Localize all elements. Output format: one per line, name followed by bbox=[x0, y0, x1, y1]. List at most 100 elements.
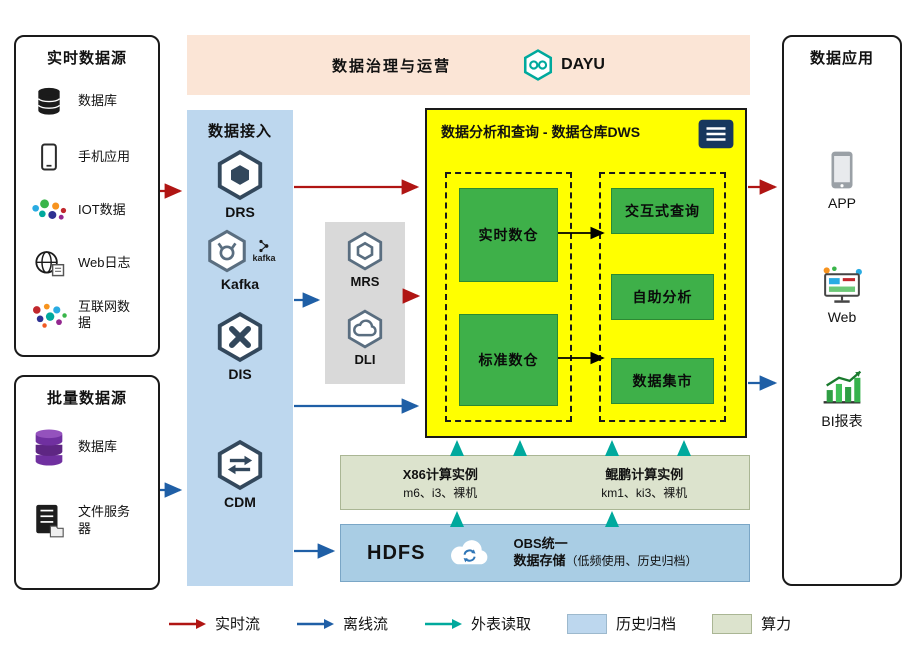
standard-warehouse-label: 标准数仓 bbox=[478, 352, 539, 368]
service-dli: DLI bbox=[325, 308, 405, 367]
obs-storage-text: OBS统一 数据存储（低频使用、历史归档） bbox=[513, 536, 697, 570]
iot-icon bbox=[28, 197, 70, 224]
drs-icon bbox=[213, 148, 267, 202]
x86-compute-block: X86计算实例 m6、i3、裸机 bbox=[403, 464, 478, 501]
database-purple-icon bbox=[28, 427, 70, 467]
source-item-label: 互联网数据 bbox=[78, 299, 131, 331]
obs-cloud-icon bbox=[445, 536, 493, 570]
legend-label: 实时流 bbox=[215, 616, 261, 633]
source-item-web-log: Web日志 bbox=[28, 249, 131, 278]
compute-power-swatch bbox=[712, 613, 753, 634]
legend-item-realtime-flow: 实时流 bbox=[168, 613, 260, 634]
obs-note: （低频使用、历史归档） bbox=[565, 554, 698, 568]
kafka-icon bbox=[204, 228, 250, 274]
app-item-label: BI报表 bbox=[821, 413, 863, 429]
storage-strip: HDFS OBS统一 数据存储（低频使用、历史归档） bbox=[340, 524, 750, 582]
source-item-mobile-app: 手机应用 bbox=[28, 142, 130, 172]
web-monitor-icon bbox=[819, 265, 865, 305]
dis-label: DIS bbox=[228, 366, 252, 382]
obs-line2: 数据存储 bbox=[513, 553, 566, 568]
service-mrs: MRS bbox=[325, 230, 405, 289]
bi-chart-icon bbox=[819, 367, 865, 407]
governance-banner: 数据治理与运营 DAYU bbox=[187, 35, 750, 95]
legend-label: 外表读取 bbox=[471, 616, 532, 633]
realtime-sources-panel: 实时数据源 数据库 手机应用 bbox=[14, 35, 160, 357]
mrs-icon bbox=[344, 230, 386, 272]
kafka-label: Kafka bbox=[220, 276, 260, 292]
offline-flow-arrow-icon bbox=[297, 618, 335, 629]
self-service-analysis-label: 自助分析 bbox=[632, 289, 693, 305]
service-cdm: CDM bbox=[187, 438, 293, 510]
internet-data-icon bbox=[28, 301, 70, 330]
services-group bbox=[599, 172, 726, 422]
governance-title: 数据治理与运营 bbox=[332, 57, 452, 75]
legend-label: 离线流 bbox=[343, 616, 389, 633]
middleware-box: MRS DLI bbox=[325, 222, 405, 384]
legend-item-external-read: 外表读取 bbox=[424, 613, 531, 634]
service-drs: DRS bbox=[187, 148, 293, 220]
app-phone-icon bbox=[821, 149, 863, 191]
data-ingestion-column: 数据接入 DRS bbox=[187, 110, 293, 586]
document-icon bbox=[697, 118, 735, 150]
kunpeng-compute-title: 鲲鹏计算实例 bbox=[605, 467, 684, 482]
kafka-logo-icon bbox=[259, 239, 269, 253]
cdm-label: CDM bbox=[224, 494, 256, 510]
warehouse-group bbox=[445, 172, 572, 422]
source-item-internet-data: 互联网数据 bbox=[28, 299, 148, 332]
app-item-app: APP bbox=[784, 149, 900, 211]
hdfs-label: HDFS bbox=[367, 541, 426, 564]
source-item-label: 手机应用 bbox=[78, 148, 131, 164]
legend-item-offline-flow: 离线流 bbox=[296, 613, 388, 634]
batch-sources-title: 批量数据源 bbox=[46, 390, 127, 407]
service-dis: DIS bbox=[187, 310, 293, 382]
dws-box: 数据分析和查询 - 数据仓库DWS 实时数仓 标准数仓 交互式查询 自助分析 数… bbox=[425, 108, 747, 438]
phone-icon bbox=[28, 142, 70, 172]
source-item-label: 文件服务器 bbox=[78, 504, 131, 536]
source-item-database: 数据库 bbox=[28, 85, 117, 117]
data-ingestion-title: 数据接入 bbox=[207, 123, 272, 140]
dws-title: 数据分析和查询 - 数据仓库DWS bbox=[441, 124, 641, 140]
source-item-label: 数据库 bbox=[78, 92, 118, 108]
dli-label: DLI bbox=[354, 352, 376, 367]
legend-item-compute-power: 算力 bbox=[712, 613, 791, 634]
kafka-badge-text: kafka bbox=[252, 253, 276, 263]
source-item-database-batch: 数据库 bbox=[28, 427, 117, 467]
compute-strip: X86计算实例 m6、i3、裸机 鲲鹏计算实例 km1、ki3、裸机 bbox=[340, 455, 750, 510]
realtime-sources-title: 实时数据源 bbox=[46, 50, 127, 67]
external-read-arrow-icon bbox=[425, 618, 463, 629]
realtime-warehouse-label: 实时数仓 bbox=[478, 227, 539, 243]
data-mart-box: 数据集市 bbox=[611, 358, 714, 404]
realtime-flow-arrow-icon bbox=[169, 618, 206, 629]
drs-label: DRS bbox=[225, 204, 255, 220]
app-item-bi-report: BI报表 bbox=[784, 367, 900, 431]
dayu-logo: DAYU bbox=[521, 48, 605, 82]
data-mart-label: 数据集市 bbox=[632, 373, 693, 389]
x86-compute-title: X86计算实例 bbox=[402, 467, 478, 482]
source-item-label: Web日志 bbox=[78, 255, 131, 271]
source-item-label: IOT数据 bbox=[78, 202, 126, 218]
x86-compute-models: m6、i3、裸机 bbox=[403, 486, 478, 500]
kafka-logo-badge: kafka bbox=[252, 239, 276, 263]
applications-panel: 数据应用 APP bbox=[782, 35, 902, 586]
source-item-label: 数据库 bbox=[78, 438, 118, 454]
service-kafka: kafka Kafka bbox=[187, 228, 293, 292]
obs-line1: OBS统一 bbox=[513, 536, 568, 552]
interactive-query-box: 交互式查询 bbox=[611, 188, 714, 234]
realtime-warehouse-box: 实时数仓 bbox=[459, 188, 558, 282]
source-item-file-server: 文件服务器 bbox=[28, 502, 130, 539]
database-icon bbox=[28, 85, 70, 117]
applications-title: 数据应用 bbox=[809, 50, 874, 67]
interactive-query-label: 交互式查询 bbox=[625, 203, 700, 219]
source-item-iot: IOT数据 bbox=[28, 197, 126, 224]
legend-label: 历史归档 bbox=[616, 616, 677, 633]
dis-icon bbox=[213, 310, 267, 364]
dli-icon bbox=[344, 308, 386, 350]
dayu-hexagon-icon bbox=[524, 49, 553, 81]
self-service-analysis-box: 自助分析 bbox=[611, 274, 714, 320]
mrs-label: MRS bbox=[350, 274, 380, 289]
dayu-label: DAYU bbox=[561, 56, 605, 73]
cdm-icon bbox=[213, 438, 267, 492]
app-item-label: Web bbox=[827, 309, 857, 325]
web-log-icon bbox=[28, 249, 70, 278]
